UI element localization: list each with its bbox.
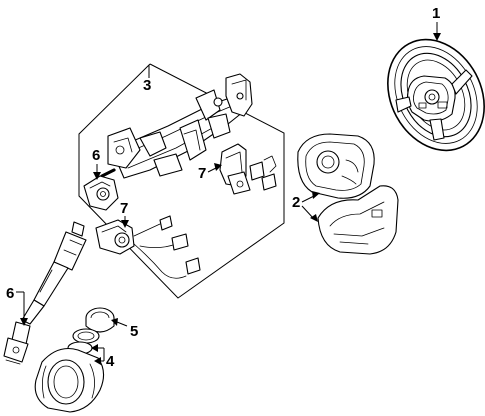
callout-label: 6 (6, 285, 14, 302)
callout-label: 7 (198, 165, 206, 182)
airbag-module (297, 133, 375, 199)
column-bushing (85, 307, 115, 333)
ignition-switch-upper (219, 143, 277, 195)
key-cylinder (83, 175, 119, 211)
callout-2: 2 (292, 191, 320, 222)
callout-label: 3 (143, 77, 151, 94)
callout-label: 7 (120, 200, 128, 217)
column-assembly-frame (78, 63, 285, 299)
callout-label: 5 (130, 323, 138, 340)
callout-label: 4 (106, 353, 115, 370)
callout-7-upper: 7 (198, 163, 222, 182)
callout-label: 6 (92, 147, 100, 164)
intermediate-shaft (3, 221, 87, 365)
steering-column-assembly (100, 73, 253, 179)
callout-1: 1 (432, 5, 441, 41)
callout-6-upper: 6 (92, 147, 101, 180)
callout-5: 5 (111, 318, 138, 340)
callout-3: 3 (143, 65, 151, 94)
callout-4: 4 (91, 344, 115, 370)
column-boot (34, 347, 105, 413)
ignition-switch-lower (95, 215, 201, 279)
callout-label: 1 (432, 5, 440, 22)
callout-label: 2 (292, 194, 300, 211)
callout-6-lower: 6 (6, 285, 28, 326)
callout-7-lower: 7 (120, 200, 129, 228)
lower-cover (317, 185, 399, 255)
steering-wheel (387, 38, 485, 152)
